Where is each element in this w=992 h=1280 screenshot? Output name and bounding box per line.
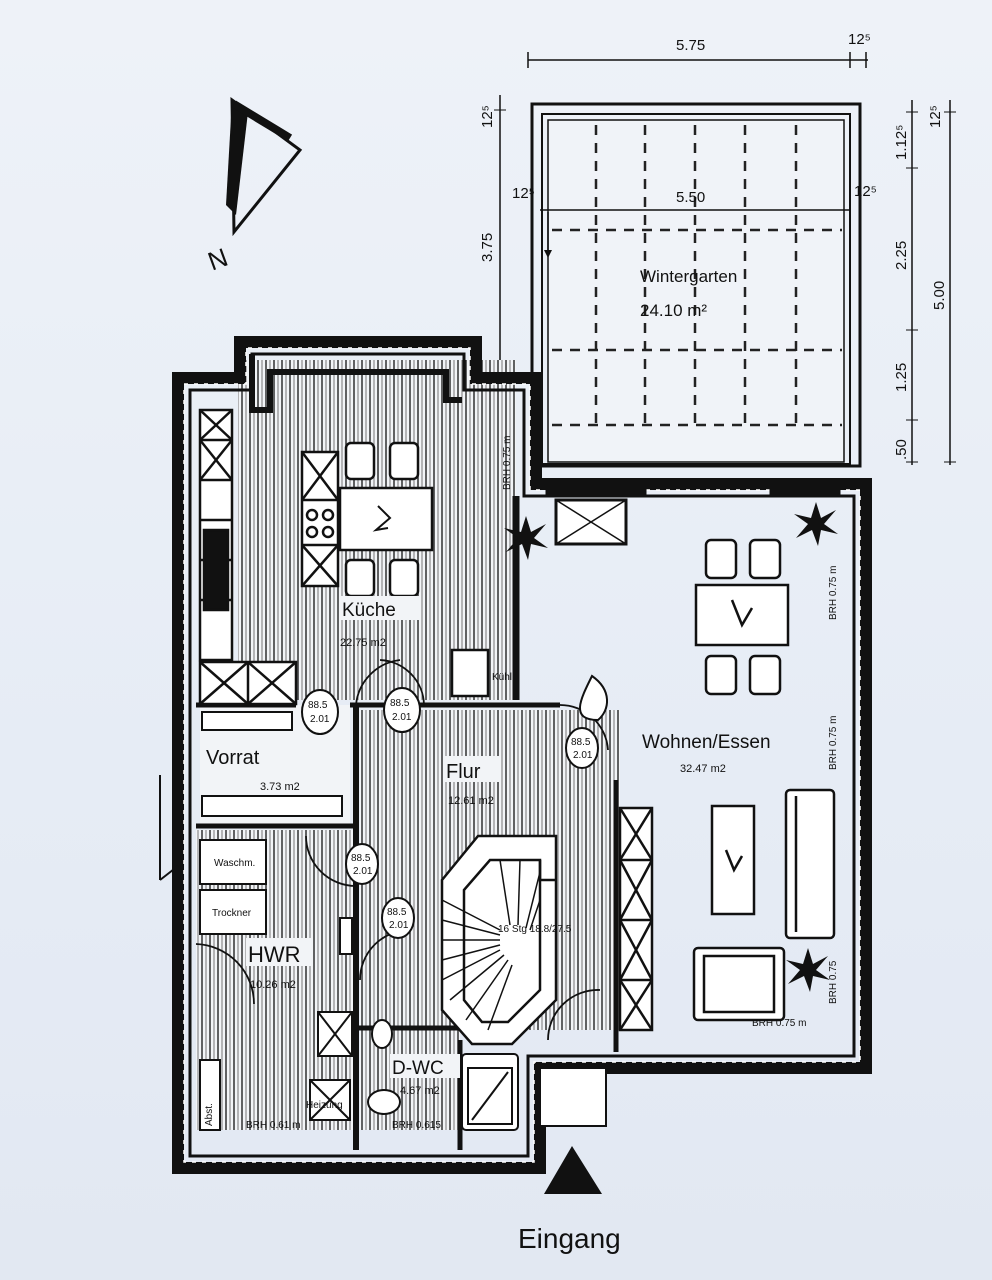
wintergarten-area: 24.10 m² bbox=[640, 301, 707, 320]
brh-right-2: BRH 0.75 m bbox=[828, 716, 839, 770]
dim-right-seg2: 2.25 bbox=[893, 241, 910, 270]
dwc-label: D-WC bbox=[392, 1058, 444, 1079]
right-dimensions: 12⁵ 1.12⁵ 2.25 1.25 .50 5.00 bbox=[893, 100, 956, 465]
north-arrow: N bbox=[204, 97, 303, 277]
door-leaf-shape bbox=[579, 674, 608, 722]
wintergarten-label: Wintergarten bbox=[640, 267, 737, 286]
dwc-area: 4.67 m2 bbox=[400, 1085, 440, 1097]
vorrat-area: 3.73 m2 bbox=[260, 781, 300, 793]
door-tag: 88.5 2.01 bbox=[345, 843, 379, 885]
svg-text:2.01: 2.01 bbox=[573, 750, 593, 761]
door-tag: 88.5 2.01 bbox=[565, 727, 599, 769]
dim-right-total: 5.00 bbox=[931, 281, 948, 310]
hwr-label: HWR bbox=[248, 942, 301, 967]
svg-text:2.01: 2.01 bbox=[392, 712, 412, 723]
svg-text:88.5: 88.5 bbox=[308, 700, 328, 711]
dim-right-seg4: .50 bbox=[893, 439, 910, 460]
hwr-appliances bbox=[199, 839, 353, 1131]
dim-right-top: 12⁵ bbox=[927, 105, 944, 128]
plant-icon bbox=[786, 948, 830, 992]
plant-icons bbox=[504, 502, 838, 992]
dim-right-seg1: 1.12⁵ bbox=[893, 125, 910, 160]
brh-wc: BRH 0.615 bbox=[392, 1120, 441, 1131]
windows bbox=[545, 483, 841, 546]
dim-right-seg3: 1.25 bbox=[893, 363, 910, 392]
room-labels: Küche 22.75 m2 Wohnen/Essen 32.47 m2 Vor… bbox=[206, 596, 771, 1097]
door-tag: 88.5 2.01 bbox=[381, 897, 415, 939]
wohnen-area: 32.47 m2 bbox=[680, 763, 726, 775]
staircase bbox=[440, 834, 558, 1046]
entrance-label: Eingang bbox=[518, 1223, 621, 1254]
dim-wg-inner-left: 12⁵ bbox=[512, 185, 535, 202]
label-heizung: Heizung bbox=[306, 1100, 343, 1111]
stair-label: 16 Stg 18.8/27.5 bbox=[498, 924, 572, 935]
door-swings bbox=[195, 659, 609, 1041]
dim-wg-inner-width: 5.50 bbox=[676, 189, 705, 206]
walls bbox=[172, 336, 872, 1174]
svg-text:2.01: 2.01 bbox=[389, 920, 409, 931]
brh-bottom-right: BRH 0.75 m bbox=[752, 1018, 806, 1029]
door-tag: 88.5 2.01 bbox=[383, 687, 421, 733]
plant-icon bbox=[504, 516, 548, 560]
label-abst: Abst. bbox=[204, 1103, 215, 1126]
north-arrow-fill bbox=[226, 100, 248, 215]
svg-text:2.01: 2.01 bbox=[310, 714, 330, 725]
dim-top-width: 5.75 bbox=[676, 37, 705, 54]
svg-text:2.01: 2.01 bbox=[353, 866, 373, 877]
label-trockner: Trockner bbox=[212, 908, 252, 919]
dim-left-height: 3.75 bbox=[479, 233, 496, 262]
north-label: N bbox=[204, 242, 232, 277]
entrance: Eingang bbox=[518, 1067, 621, 1254]
left-side-mark bbox=[159, 775, 179, 881]
wintergarten: 12⁵ 5.50 12⁵ Wintergarten 24.10 m² bbox=[512, 102, 877, 468]
wohnen-label: Wohnen/Essen bbox=[642, 732, 771, 753]
kitchen-furniture bbox=[198, 408, 490, 706]
plant-icon bbox=[794, 502, 838, 546]
flur-label: Flur bbox=[446, 761, 481, 783]
flur-area: 12.61 m2 bbox=[448, 795, 494, 807]
entrance-step bbox=[539, 1067, 607, 1127]
dim-top-right-offset: 12⁵ bbox=[848, 31, 871, 48]
door-tags: 88.5 2.01 88.5 2.01 88.5 2.01 88.5 2.01 … bbox=[301, 687, 599, 939]
label-kuehl: Kühl bbox=[492, 672, 512, 683]
svg-text:88.5: 88.5 bbox=[571, 737, 591, 748]
dim-wg-inner-right: 12⁵ bbox=[854, 183, 877, 200]
brh-right-3: BRH 0.75 bbox=[828, 960, 839, 1004]
svg-text:88.5: 88.5 bbox=[351, 853, 371, 864]
kueche-label: Küche bbox=[342, 600, 396, 621]
label-waschm: Waschm. bbox=[214, 858, 255, 869]
brh-top-mid: BRH 0.75 m bbox=[502, 436, 513, 490]
left-dimension: 12⁵ 3.75 bbox=[479, 95, 506, 380]
brh-hwr: BRH 0.61 m bbox=[246, 1120, 300, 1131]
brh-annotations: BRH 0.75 m BRH 0.75 m BRH 0.75 m BRH 0.7… bbox=[246, 436, 839, 1131]
top-dimension: 5.75 12⁵ bbox=[527, 31, 871, 68]
living-furniture bbox=[618, 538, 836, 1032]
vorrat-shelves bbox=[201, 711, 343, 817]
wc-fixtures bbox=[367, 1019, 519, 1131]
brh-right-1: BRH 0.75 m bbox=[828, 566, 839, 620]
kueche-area: 22.75 m2 bbox=[340, 637, 386, 649]
dim-left-top: 12⁵ bbox=[479, 105, 496, 128]
door-tag: 88.5 2.01 bbox=[301, 689, 339, 735]
vorrat-label: Vorrat bbox=[206, 747, 260, 769]
svg-text:88.5: 88.5 bbox=[387, 907, 407, 918]
svg-text:88.5: 88.5 bbox=[390, 698, 410, 709]
hwr-area: 10.26 m2 bbox=[250, 979, 296, 991]
entrance-arrow-icon bbox=[544, 1146, 602, 1194]
